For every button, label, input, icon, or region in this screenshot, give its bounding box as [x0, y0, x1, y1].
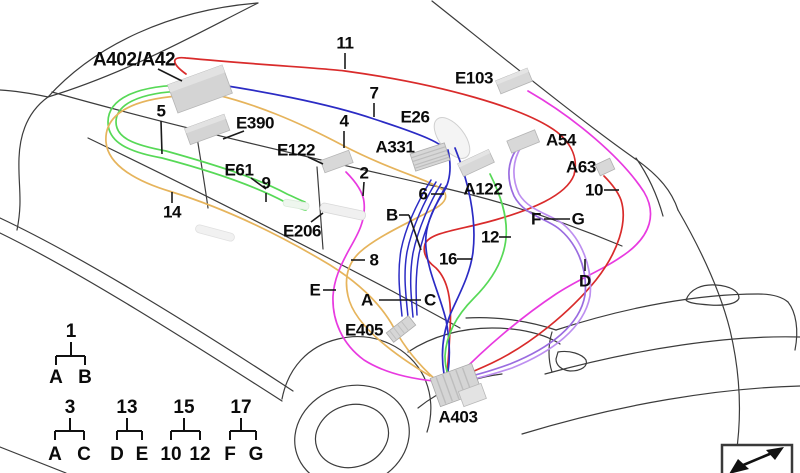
- part-label-e103: E103: [454, 68, 494, 88]
- part-label-e122: E122: [276, 140, 316, 160]
- legend-leaf: G: [249, 444, 264, 465]
- wire-blue-bundle-1: [398, 179, 432, 317]
- part-label-a122: A122: [463, 179, 503, 199]
- connector-a403: [429, 362, 487, 408]
- part-label-a54: A54: [546, 130, 576, 150]
- leader-line: [310, 212, 324, 223]
- part-label-a331: A331: [375, 137, 415, 157]
- legend-root: 17: [230, 397, 251, 418]
- wire-red-roof: [173, 56, 577, 373]
- part-label-7: 7: [369, 83, 379, 103]
- wire-magenta-e122: [332, 171, 435, 382]
- connector-a331: [409, 142, 451, 172]
- sleeve-e61-end: [195, 224, 235, 242]
- part-label-12: 12: [480, 227, 500, 247]
- wire-violet-a54-1: [457, 149, 587, 380]
- wire-green-loop-inner: [115, 90, 306, 203]
- wire-blue-bundle-2: [404, 181, 437, 318]
- leader-line: [362, 181, 365, 197]
- connector-e390: [184, 113, 231, 146]
- part-label-a63: A63: [566, 157, 596, 177]
- wire-magenta-e103: [457, 90, 652, 377]
- part-label-4: 4: [339, 111, 349, 131]
- part-label-16: 16: [438, 249, 458, 269]
- part-label-b: B: [386, 205, 398, 225]
- leader-line: [222, 130, 245, 140]
- legend-root: 3: [65, 397, 76, 418]
- legend-leaf: F: [224, 444, 236, 465]
- legend-leaf: A: [49, 367, 63, 388]
- part-label-2: 2: [359, 163, 369, 183]
- wire-blue-bundle-3: [409, 183, 442, 318]
- part-label-e61: E61: [224, 160, 254, 180]
- part-label-8: 8: [369, 250, 379, 270]
- legend-tree-15: 15 10 12: [160, 397, 210, 465]
- legend-leaf: B: [78, 367, 92, 388]
- part-label-c: C: [424, 290, 436, 310]
- wire-blue-roof: [186, 79, 447, 153]
- legend-leaf: 10: [160, 444, 181, 465]
- leader-line: [157, 68, 183, 82]
- legend-leaf: E: [136, 444, 149, 465]
- leader-line: [160, 120, 163, 155]
- connector-e103: [495, 67, 533, 95]
- part-label-e: E: [309, 280, 321, 300]
- leader-line: [307, 156, 324, 165]
- part-label-a: A: [361, 290, 373, 310]
- connector-a402: [167, 64, 233, 114]
- part-label-d: D: [579, 271, 591, 291]
- wire-blue-bundle-4: [415, 185, 447, 316]
- connector-e405: [385, 315, 417, 343]
- part-label-6: 6: [418, 184, 428, 204]
- part-label-a403: A403: [438, 407, 478, 427]
- sleeve-e206: [319, 202, 366, 221]
- sleeve-green-end: [282, 198, 310, 211]
- wire-green-12: [444, 173, 508, 375]
- legend-leaf: A: [48, 444, 62, 465]
- part-label-e26: E26: [400, 107, 430, 127]
- wire-blue-16: [441, 147, 475, 375]
- legend-root: 1: [66, 321, 77, 342]
- legend-root: 13: [116, 397, 137, 418]
- wire-red-a63: [454, 175, 625, 380]
- part-label-g: G: [571, 209, 585, 229]
- legend-leaf: 12: [189, 444, 210, 465]
- legend-leaf: C: [77, 444, 91, 465]
- part-label-9: 9: [261, 173, 271, 193]
- leader-line: [408, 214, 422, 251]
- part-label-10: 10: [584, 180, 604, 200]
- connectors: [167, 64, 616, 408]
- connector-a122: [457, 148, 495, 178]
- part-label-14: 14: [162, 202, 182, 222]
- connector-e122: [319, 149, 354, 174]
- wire-violet-a54-2: [459, 146, 592, 383]
- wire-orange-roof: [181, 87, 447, 377]
- part-label-e206: E206: [282, 221, 322, 241]
- legend-root: 15: [173, 397, 195, 418]
- part-label-5: 5: [156, 101, 166, 121]
- part-label-11: 11: [336, 33, 354, 53]
- direction-of-travel-icon: [720, 443, 794, 473]
- part-label-f: F: [531, 209, 541, 229]
- connector-a63: [594, 157, 616, 177]
- part-label-e390: E390: [235, 113, 275, 133]
- part-label-a402-a42: A402/A42: [92, 49, 176, 71]
- legend-leaf: D: [110, 444, 124, 465]
- leader-line: [250, 177, 267, 190]
- part-label-e405: E405: [344, 320, 384, 340]
- connector-a54: [506, 129, 541, 154]
